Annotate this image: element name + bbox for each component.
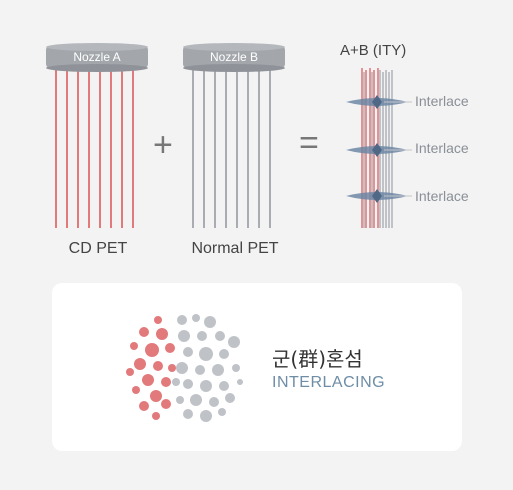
- node-icon: [346, 143, 408, 157]
- nozzle-a-fibers: [55, 70, 134, 228]
- nozzle-b-assembly: [183, 43, 285, 228]
- combined-fiber-bundle: [346, 68, 412, 228]
- normal-pet-caption: Normal PET: [191, 240, 279, 257]
- nozzle-a-assembly: [46, 43, 148, 228]
- interlacing-cluster-icon: [126, 314, 243, 422]
- nozzle-b-head: [183, 43, 285, 72]
- interlace-label-3: Interlace: [415, 188, 469, 204]
- interlace-label-1: Interlace: [415, 93, 469, 109]
- card-subtitle: INTERLACING: [272, 374, 386, 391]
- card-title: 군(群)혼섬: [272, 347, 363, 371]
- equals-operator: =: [299, 124, 319, 162]
- interlace-label-2: Interlace: [415, 140, 469, 156]
- interlacing-card: [52, 283, 462, 451]
- nozzle-a-label: Nozzle A: [73, 50, 121, 64]
- cd-pet-caption: CD PET: [68, 240, 128, 257]
- node-icon: [346, 95, 408, 109]
- nozzle-b-fibers: [192, 70, 271, 228]
- plus-operator: +: [153, 126, 173, 164]
- nozzle-b-label: Nozzle B: [209, 50, 259, 64]
- node-icon: [346, 189, 408, 203]
- nozzle-a-head: [46, 43, 148, 72]
- interlace-connectors: [384, 101, 412, 197]
- combined-title: A+B (ITY): [340, 42, 407, 59]
